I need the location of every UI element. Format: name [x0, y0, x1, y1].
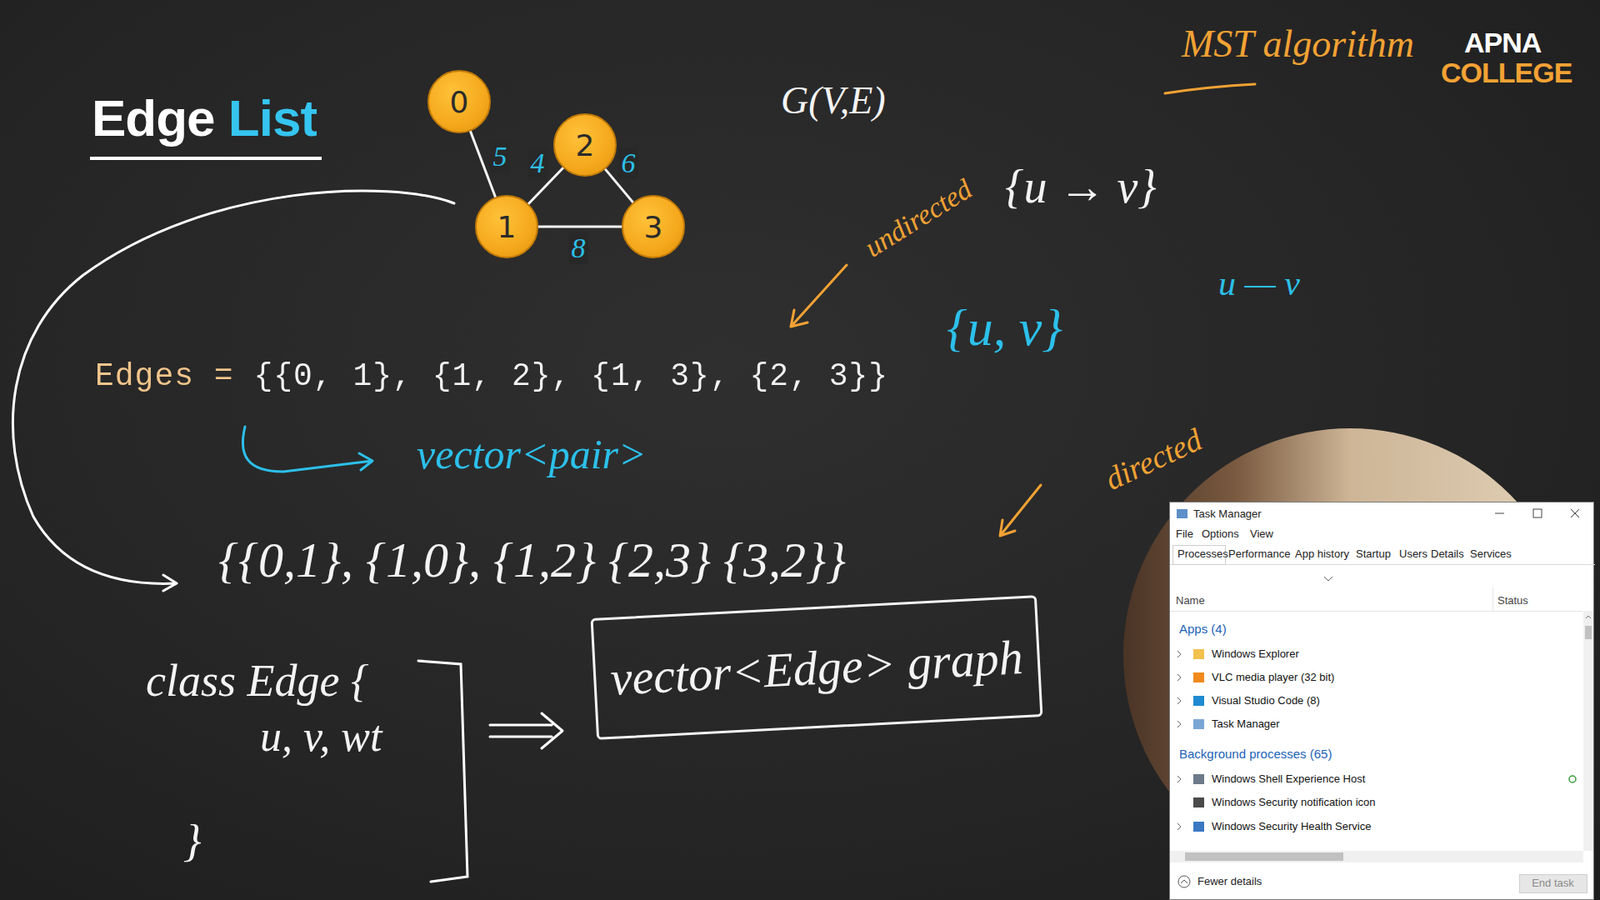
- expand-chevron: [1177, 650, 1181, 658]
- graph-edge: [538, 225, 622, 229]
- chalk-note: u, v, wt: [260, 711, 382, 761]
- process-icon: [1193, 649, 1205, 660]
- edge-weight: 4: [528, 147, 548, 180]
- expand-chevron: [1177, 823, 1181, 830]
- scroll-track: [1170, 850, 1584, 863]
- scroll-thumb: [1185, 852, 1344, 861]
- graph-vertex: 3: [621, 195, 685, 259]
- tab-rule: [1170, 564, 1595, 565]
- chalk-note: Edges = {{0, 1}, {1, 2}, {1, 3}, {2, 3}}: [95, 358, 889, 395]
- status-pin: [1569, 775, 1576, 783]
- chalk-note: vector<pair>: [416, 430, 647, 479]
- window-text: Task Manager: [1211, 717, 1280, 730]
- chalk-underline: [1165, 84, 1255, 94]
- title-underline: [90, 156, 322, 160]
- chalk-note: directed: [1099, 420, 1208, 498]
- scroll-thumb: [1585, 625, 1592, 640]
- graph-vertex: 2: [553, 113, 617, 177]
- window-text: View: [1250, 527, 1274, 540]
- close-icon: [1570, 509, 1580, 518]
- window-text: Windows Explorer: [1211, 647, 1300, 660]
- window-text: Name: [1175, 594, 1205, 607]
- expand-chevron: [1177, 775, 1181, 783]
- edge-weight: 8: [569, 232, 589, 265]
- collapse-chevron: [1180, 880, 1188, 884]
- vertex-number: 1: [497, 210, 517, 245]
- chalk-note: {{0,1}, {1,0}, {1,2} {2,3} {3,2}}: [218, 531, 846, 590]
- window-text: File: [1175, 527, 1194, 540]
- window-text: Startup: [1355, 547, 1391, 560]
- scroll-arrow: [1585, 615, 1591, 619]
- expand-chevron: [1177, 720, 1181, 728]
- process-icon: [1193, 797, 1205, 808]
- chalk-note: G(V,E): [780, 78, 886, 123]
- process-icon: [1193, 719, 1205, 730]
- edge-weight: 6: [619, 147, 639, 180]
- collapse-icon: [1178, 875, 1190, 888]
- chalk-note: MST algorithm: [1181, 21, 1415, 66]
- expand-chevron: [1177, 674, 1181, 681]
- chalk-note: class Edge {: [145, 655, 370, 707]
- minimize-icon: [1495, 513, 1505, 515]
- window-text: Performance: [1228, 547, 1290, 560]
- window-text: App history: [1295, 547, 1350, 560]
- window-text: Windows Shell Experience Host: [1211, 772, 1365, 785]
- chalk-arrow: [1000, 485, 1041, 536]
- chalk-box: vector<Edge> graph: [590, 595, 1044, 740]
- vertex-number: 2: [575, 128, 595, 163]
- window-text: Windows Security Health Service: [1211, 820, 1371, 833]
- maximize-icon: [1533, 509, 1542, 518]
- chevron: [1324, 576, 1333, 581]
- box-text: vector<Edge> graph: [609, 629, 1025, 707]
- window-text: Windows Security notification icon: [1211, 795, 1376, 809]
- window-text: Apps (4): [1179, 621, 1227, 636]
- window-text: Services: [1470, 547, 1512, 560]
- vertex-number: 0: [450, 85, 470, 120]
- end-task-button: [1520, 875, 1588, 894]
- chalk-note: {u → v}: [1005, 160, 1157, 214]
- process-icon: [1193, 774, 1205, 785]
- window-text: Users: [1399, 547, 1428, 560]
- window-text: Task Manager: [1193, 507, 1262, 520]
- scroll-track: [1583, 610, 1594, 851]
- chalk-arrow: [790, 265, 847, 327]
- chalk-note: APNA: [1464, 26, 1541, 60]
- chalk-note: }: [183, 815, 202, 867]
- process-icon: [1193, 695, 1205, 706]
- process-icon: [1193, 821, 1205, 832]
- chalk-note: {u, v}: [946, 298, 1063, 358]
- window-text: Options: [1201, 527, 1240, 540]
- chalk-hook-arrow: [242, 426, 373, 472]
- chalk-note: u — v: [1218, 263, 1300, 304]
- header-rule: [1170, 610, 1583, 612]
- graph-vertex: 1: [475, 195, 539, 259]
- graph-vertex: 0: [427, 70, 491, 134]
- app-icon: [1176, 509, 1188, 519]
- window-text: Processes: [1177, 547, 1229, 560]
- window-text: VLC media player (32 bit): [1211, 670, 1335, 684]
- slide-title: Edge List: [91, 88, 317, 148]
- window-text: Status: [1497, 594, 1529, 607]
- window-text: Details: [1430, 547, 1465, 560]
- window-text: Background processes (65): [1179, 746, 1332, 761]
- window-text: End task: [1519, 876, 1587, 890]
- column-divider: [1492, 587, 1494, 611]
- process-icon: [1193, 672, 1205, 683]
- chalk-note: COLLEGE: [1440, 56, 1572, 90]
- task-manager-window: Task ManagerFileOptionsViewProcessesPerf…: [1169, 501, 1595, 900]
- window-text: Fewer details: [1197, 875, 1262, 888]
- edge-weight: 5: [490, 140, 510, 173]
- chalk-bracket: [418, 660, 468, 882]
- expand-chevron: [1177, 697, 1181, 705]
- chalk-note: undirected: [859, 173, 978, 265]
- vertex-number: 3: [644, 210, 664, 245]
- window-text: Visual Studio Code (8): [1211, 694, 1320, 707]
- double-arrow: [490, 713, 563, 749]
